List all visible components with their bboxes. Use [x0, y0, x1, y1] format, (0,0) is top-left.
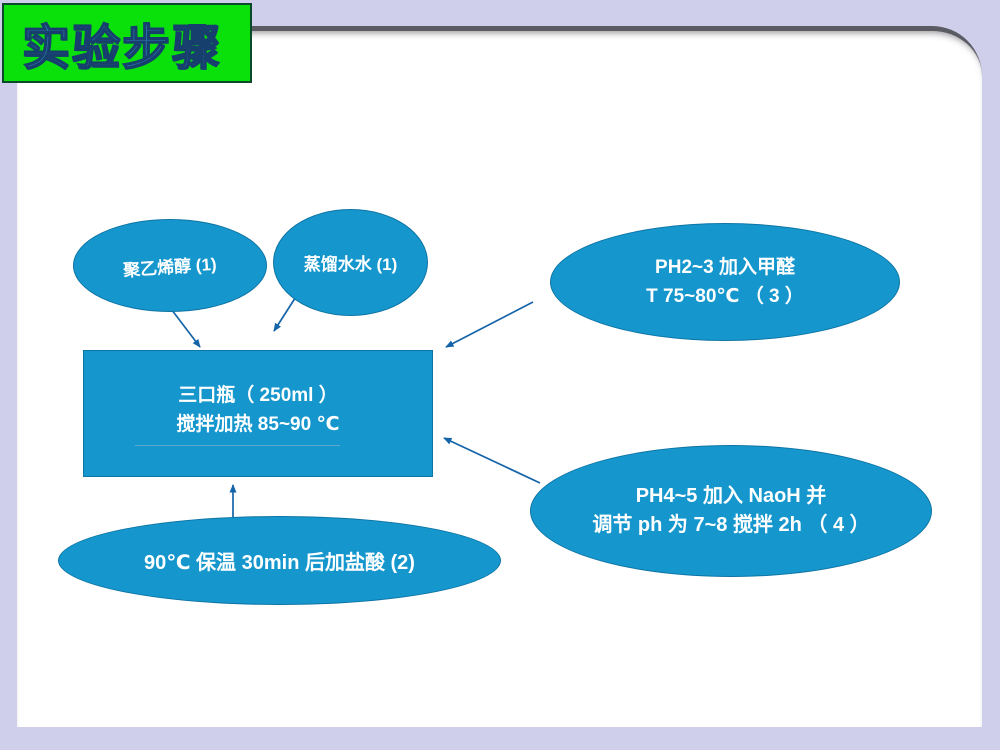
node-formaldehyde-step: PH2~3 加入甲醛 T 75~80℃ （ 3 ） [550, 223, 900, 341]
node-three-neck-flask: 三口瓶（ 250ml ） 搅拌加热 85~90 ℃ [83, 350, 433, 477]
flask-underline-rule [134, 445, 340, 446]
node-label: 蒸馏水水 (1) [303, 255, 398, 274]
node-label: 聚乙烯醇 (1) [122, 254, 218, 281]
title-banner: 实验步骤 [2, 3, 252, 83]
node-polyvinyl-alcohol: 聚乙烯醇 (1) [73, 219, 267, 312]
node-label-line1: PH4~5 加入 NaoH 并 [635, 485, 827, 507]
node-label-line1: 三口瓶（ 250ml ） [178, 385, 338, 406]
node-label-line2: 搅拌加热 85~90 ℃ [176, 414, 340, 435]
node-label: 90℃ 保温 30min 后加盐酸 (2) [144, 552, 415, 574]
node-label-line2: 调节 ph 为 7~8 搅拌 2h （ 4 ） [592, 514, 870, 536]
node-hydrochloric-acid-step: 90℃ 保温 30min 后加盐酸 (2) [58, 516, 501, 605]
node-label-line1: PH2~3 加入甲醛 [655, 257, 795, 278]
page-title: 实验步骤 [21, 21, 223, 76]
node-label-line2: T 75~80℃ （ 3 ） [646, 286, 804, 307]
node-distilled-water: 蒸馏水水 (1) [273, 209, 428, 316]
node-naoh-step: PH4~5 加入 NaoH 并 调节 ph 为 7~8 搅拌 2h （ 4 ） [530, 445, 932, 577]
